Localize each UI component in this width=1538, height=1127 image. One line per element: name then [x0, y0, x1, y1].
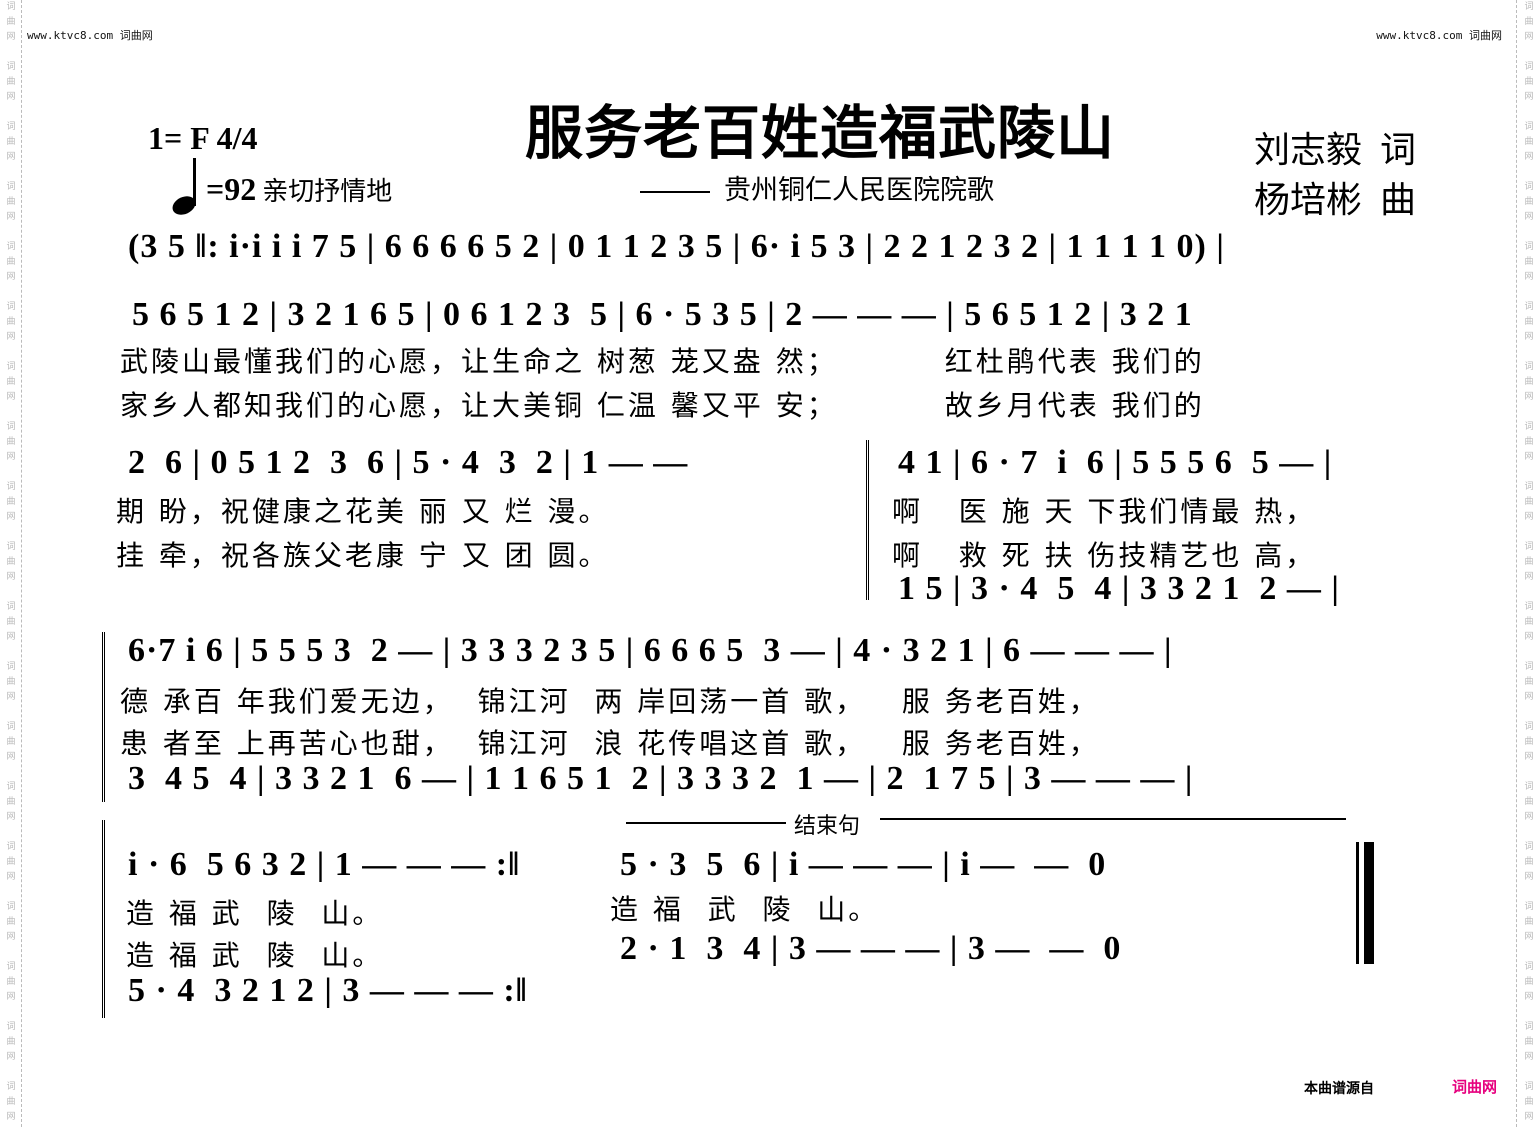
watermark-text: 词曲网 — [6, 662, 16, 702]
watermark-text: 词曲网 — [1524, 362, 1534, 402]
expression-marking: 亲切抒情地 — [262, 177, 393, 207]
watermark-text: 词曲网 — [6, 482, 16, 522]
watermark-column-left: 词曲网词曲网词曲网词曲网词曲网词曲网词曲网词曲网词曲网词曲网词曲网词曲网词曲网词… — [0, 0, 22, 1127]
score-line-3b-lyric-verse1: 啊 医 施 天 下我们情最 热， — [892, 495, 1317, 528]
watermark-text: 词曲网 — [6, 2, 16, 42]
watermark-text: 词曲网 — [1524, 782, 1534, 822]
score-line-5-lower-notes-a: 5 · 4 3 2 1 2 | 3 — — — :‖ — [128, 972, 528, 1009]
final-barline-thick — [1364, 842, 1374, 964]
watermark-text: 词曲网 — [6, 542, 16, 582]
watermark-text: 词曲网 — [1524, 842, 1534, 882]
watermark-text: 词曲网 — [1524, 422, 1534, 462]
lyricist-credit: 刘志毅词 — [1254, 130, 1417, 171]
score-line-4-lyric-verse2: 患 者至 上再苦心也甜， 锦江河 浪 花传唱这首 歌， 服 务老百姓， — [120, 727, 1100, 760]
watermark-text: 词曲网 — [6, 902, 16, 942]
key-signature: 1= F 4/4 — [148, 120, 258, 156]
song-title: 服务老百姓造福武陵山 — [525, 99, 1116, 167]
score-line-3b-lower-notes: 1 5 | 3 · 4 5 4 | 3 3 2 1 2 — | — [898, 570, 1340, 607]
watermark-text: 词曲网 — [1524, 962, 1534, 1002]
watermark-text: 词曲网 — [6, 962, 16, 1002]
watermark-text: 词曲网 — [6, 602, 16, 642]
watermark-text: 词曲网 — [6, 242, 16, 282]
watermark-text: 词曲网 — [6, 782, 16, 822]
ending-bracket-line-left — [626, 822, 786, 824]
watermark-text: 词曲网 — [1524, 1082, 1534, 1122]
ending-bracket-line-right — [880, 818, 1346, 820]
watermark-text: 词曲网 — [1524, 722, 1534, 762]
watermark-text: 词曲网 — [1524, 122, 1534, 162]
quarter-note-icon — [169, 158, 206, 219]
watermark-text: 词曲网 — [6, 422, 16, 462]
watermark-text: 词曲网 — [1524, 2, 1534, 42]
footer-source-label: 本曲谱源自 — [1304, 1081, 1374, 1097]
score-line-4-upper-notes: 6·7 i 6 | 5 5 5 3 2 — | 3 3 3 2 3 5 | 6 … — [128, 632, 1173, 669]
watermark-text: 词曲网 — [1524, 542, 1534, 582]
score-line-2-lyric-verse1: 武陵山最懂我们的心愿，让生命之 树葱 茏又盎 然； 红杜鹃代表 我们的 — [120, 345, 1205, 378]
composer-credit: 杨培彬曲 — [1254, 180, 1417, 221]
watermark-text: 词曲网 — [6, 182, 16, 222]
watermark-text: 词曲网 — [6, 122, 16, 162]
watermark-text: 词曲网 — [6, 842, 16, 882]
watermark-text: 词曲网 — [1524, 242, 1534, 282]
score-line-5-lower-notes-b: 2 · 1 3 4 | 3 — — — | 3 — — 0 — [620, 930, 1122, 967]
watermark-text: 词曲网 — [6, 722, 16, 762]
song-subtitle: 贵州铜仁人民医院院歌 — [640, 168, 994, 207]
watermark-column-right: 词曲网词曲网词曲网词曲网词曲网词曲网词曲网词曲网词曲网词曲网词曲网词曲网词曲网词… — [1516, 0, 1538, 1127]
tempo-value: =92 — [206, 171, 257, 207]
watermark-text: 词曲网 — [1524, 1022, 1534, 1062]
watermark-text: 词曲网 — [1524, 302, 1534, 342]
footer-brand-link[interactable]: 词曲网 — [1452, 1078, 1498, 1096]
part-bracket — [102, 632, 105, 802]
ending-label: 结束句 — [794, 814, 861, 839]
watermark-text: 词曲网 — [6, 302, 16, 342]
score-line-1-notes: (3 5 ‖: i·i i i 7 5 | 6 6 6 6 5 2 | 0 1 … — [128, 228, 1225, 265]
watermark-text: 词曲网 — [1524, 902, 1534, 942]
score-line-3b-upper-notes: 4 1 | 6 · 7 i 6 | 5 5 5 6 5 — | — [898, 444, 1333, 481]
score-line-5-upper-notes-b: 5 · 3 5 6 | i — — — | i — — 0 — [620, 846, 1107, 883]
score-line-3-lyric-verse2: 挂 牵，祝各族父老康 宁 又 团 圆。 — [116, 539, 610, 572]
score-line-3b-lyric-verse2: 啊 救 死 扶 伤技精艺也 高， — [892, 539, 1317, 572]
watermark-text: 词曲网 — [1524, 602, 1534, 642]
watermark-text: 词曲网 — [6, 1022, 16, 1062]
credits: 刘志毅词 杨培彬曲 — [1254, 126, 1416, 226]
watermark-text: 词曲网 — [6, 62, 16, 102]
watermark-text: 词曲网 — [6, 1082, 16, 1122]
watermark-text: 词曲网 — [1524, 662, 1534, 702]
watermark-text: 词曲网 — [1524, 182, 1534, 222]
score-line-3-lyric-verse1: 期 盼，祝健康之花美 丽 又 烂 漫。 — [116, 495, 610, 528]
score-line-4-lyric-verse1: 德 承百 年我们爱无边， 锦江河 两 岸回荡一首 歌， 服 务老百姓， — [120, 685, 1100, 718]
site-watermark-right: www.ktvc8.com 词曲网 — [1376, 29, 1502, 42]
part-bracket — [102, 820, 105, 1018]
score-line-5-lyric-b: 造 福 武 陵 山。 — [610, 893, 880, 926]
score-line-2-notes: 5 6 5 1 2 | 3 2 1 6 5 | 0 6 1 2 3 5 | 6 … — [132, 296, 1193, 333]
score-line-5-lyric-verse2-a: 造 福 武 陵 山。 — [126, 939, 384, 972]
score-line-5-lyric-verse1-a: 造 福 武 陵 山。 — [126, 897, 384, 930]
watermark-text: 词曲网 — [1524, 62, 1534, 102]
score-line-2-lyric-verse2: 家乡人都知我们的心愿，让大美铜 仁温 馨又平 安； 故乡月代表 我们的 — [120, 389, 1205, 422]
score-line-3-notes: 2 6 | 0 5 1 2 3 6 | 5 · 4 3 2 | 1 — — — [128, 444, 689, 481]
part-bracket — [866, 440, 869, 600]
watermark-text: 词曲网 — [6, 362, 16, 402]
watermark-text: 词曲网 — [1524, 482, 1534, 522]
site-watermark-left: www.ktvc8.com 词曲网 — [27, 29, 153, 42]
score-line-4-lower-notes: 3 4 5 4 | 3 3 2 1 6 — | 1 1 6 5 1 2 | 3 … — [128, 760, 1194, 797]
final-barline-thin — [1356, 842, 1359, 964]
score-line-5-upper-notes-a: i · 6 5 6 3 2 | 1 — — — :‖ — [128, 846, 521, 883]
